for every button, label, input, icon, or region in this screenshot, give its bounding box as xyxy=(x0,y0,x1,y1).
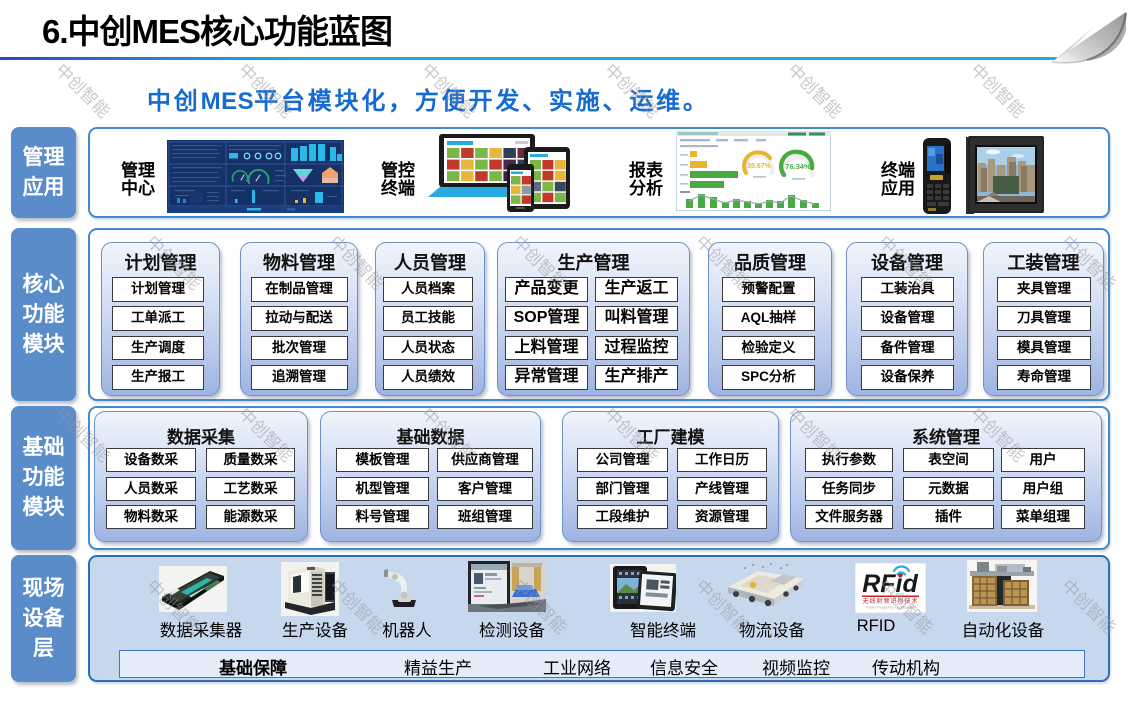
svg-text:76.34%: 76.34% xyxy=(785,162,811,171)
svg-text:Radio Frequency Identification: Radio Frequency Identification xyxy=(866,606,915,610)
svg-text:35.67%: 35.67% xyxy=(747,163,772,170)
svg-text:RFid: RFid xyxy=(862,570,918,598)
svg-text:无线射频识别技术: 无线射频识别技术 xyxy=(862,597,918,605)
